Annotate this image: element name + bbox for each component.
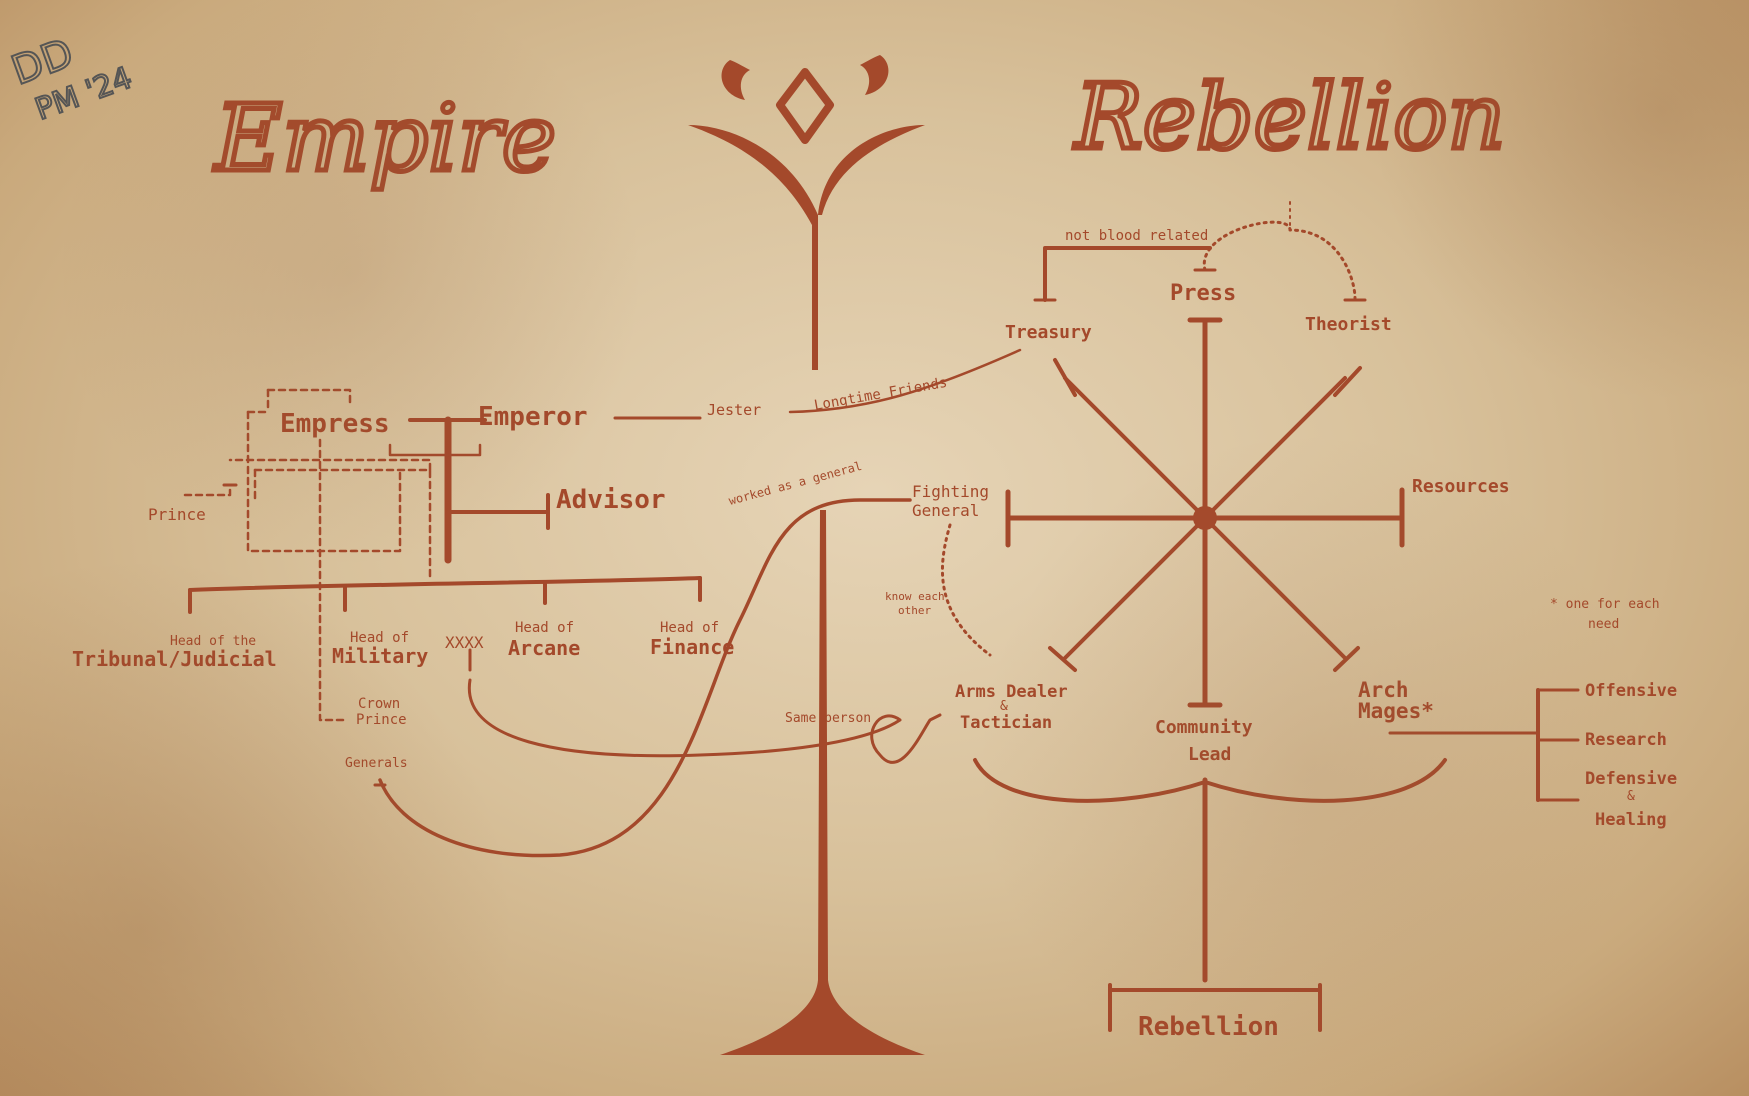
emblem-left-arm: [688, 125, 818, 370]
label-head-finance: Finance: [650, 635, 734, 659]
empire-tree: [183, 348, 1022, 858]
rebellion-title: Rebellion: [1073, 65, 1505, 170]
rebellion-bracket: [1108, 983, 1322, 1032]
label-empress: Empress: [280, 409, 390, 439]
dashed-crown-prince: [318, 438, 347, 722]
label-tactician: Tactician: [960, 713, 1052, 733]
label-advisor: Advisor: [556, 485, 666, 515]
label-community-1: Community: [1155, 717, 1253, 738]
label-defensive-amp: &: [1627, 789, 1635, 804]
label-healing: Healing: [1595, 810, 1667, 830]
emblem-flame-left: [721, 60, 750, 100]
emblem-diamond: [776, 68, 834, 144]
label-know-each-other-2: other: [898, 604, 931, 617]
general-link-curve: [378, 498, 912, 858]
label-press: Press: [1170, 281, 1236, 306]
same-person-curve: [467, 678, 942, 764]
label-head-arcane: Arcane: [508, 636, 580, 660]
label-know-each-other-1: know each: [885, 590, 945, 603]
emblem-right-arm: [818, 125, 925, 215]
star-end-tr: [1333, 366, 1362, 397]
central-divider: [720, 510, 925, 1055]
dashed-middle-box: [253, 468, 432, 582]
label-theorist: Theorist: [1305, 314, 1392, 335]
star-end-br: [1333, 646, 1360, 672]
rebellion-star: [940, 199, 1580, 1032]
not-blood-line: [1043, 246, 1212, 302]
label-fighting-general-2: General: [912, 501, 979, 520]
dashed-left-box: [246, 410, 402, 553]
label-treasury: Treasury: [1005, 322, 1092, 343]
empire-title: Empire: [213, 85, 556, 192]
know-each-other-dotted: [940, 523, 992, 657]
star-end-bl: [1048, 646, 1077, 672]
label-crown-prince-1: Crown: [358, 696, 400, 712]
label-crown-prince-2: Prince: [356, 712, 407, 728]
label-prince: Prince: [148, 505, 206, 524]
label-resources: Resources: [1412, 476, 1510, 497]
center-emblem: [688, 55, 925, 370]
star-end-tl: [1053, 358, 1077, 397]
label-arch-1: Arch: [1358, 678, 1409, 702]
dashed-top-box: [266, 388, 352, 407]
label-head-finance-small: Head of: [660, 620, 719, 636]
label-head-military-small: Head of: [350, 630, 409, 646]
label-head-tribunal: Tribunal/Judicial: [72, 647, 277, 671]
label-offensive: Offensive: [1585, 681, 1677, 701]
label-not-blood-related: not blood related: [1065, 228, 1208, 244]
label-community-2: Lead: [1188, 744, 1231, 765]
label-xxxx: XXXX: [445, 633, 484, 652]
label-arch-2: Mages*: [1358, 699, 1434, 723]
star-hub: [1193, 506, 1217, 530]
dashed-inner: [228, 458, 432, 472]
label-research: Research: [1585, 730, 1667, 750]
label-fighting-general-1: Fighting: [912, 482, 989, 501]
signature: DD PM '24: [5, 29, 138, 128]
label-jester: Jester: [707, 401, 761, 419]
label-emperor: Emperor: [478, 402, 588, 432]
label-generals: Generals: [345, 756, 408, 771]
press-theorist-dotted: [1202, 220, 1357, 300]
longtime-friends-curve: [788, 348, 1022, 414]
label-arms-amp: &: [1000, 699, 1008, 714]
marriage-bracket: [388, 443, 482, 457]
divider-stem: [720, 510, 925, 1055]
label-same-person: Same person: [785, 711, 871, 726]
label-rebellion-bottom: Rebellion: [1138, 1012, 1279, 1042]
rebellion-bow: [973, 758, 1447, 803]
label-longtime-friends: Longtime Friends: [813, 375, 949, 414]
label-defensive: Defensive: [1585, 769, 1677, 789]
label-note-2: need: [1588, 617, 1619, 632]
dashed-prince: [183, 483, 232, 497]
label-head-military: Military: [332, 644, 428, 668]
label-note-1: * one for each: [1550, 597, 1660, 612]
heads-bar: [188, 576, 702, 592]
emblem-flame-right: [860, 55, 889, 95]
label-head-arcane-small: Head of: [515, 620, 574, 636]
arch-branch-ticks: [1536, 688, 1580, 802]
label-head-tribunal-small: Head of the: [170, 634, 256, 649]
label-arms-dealer: Arms Dealer: [955, 682, 1068, 702]
